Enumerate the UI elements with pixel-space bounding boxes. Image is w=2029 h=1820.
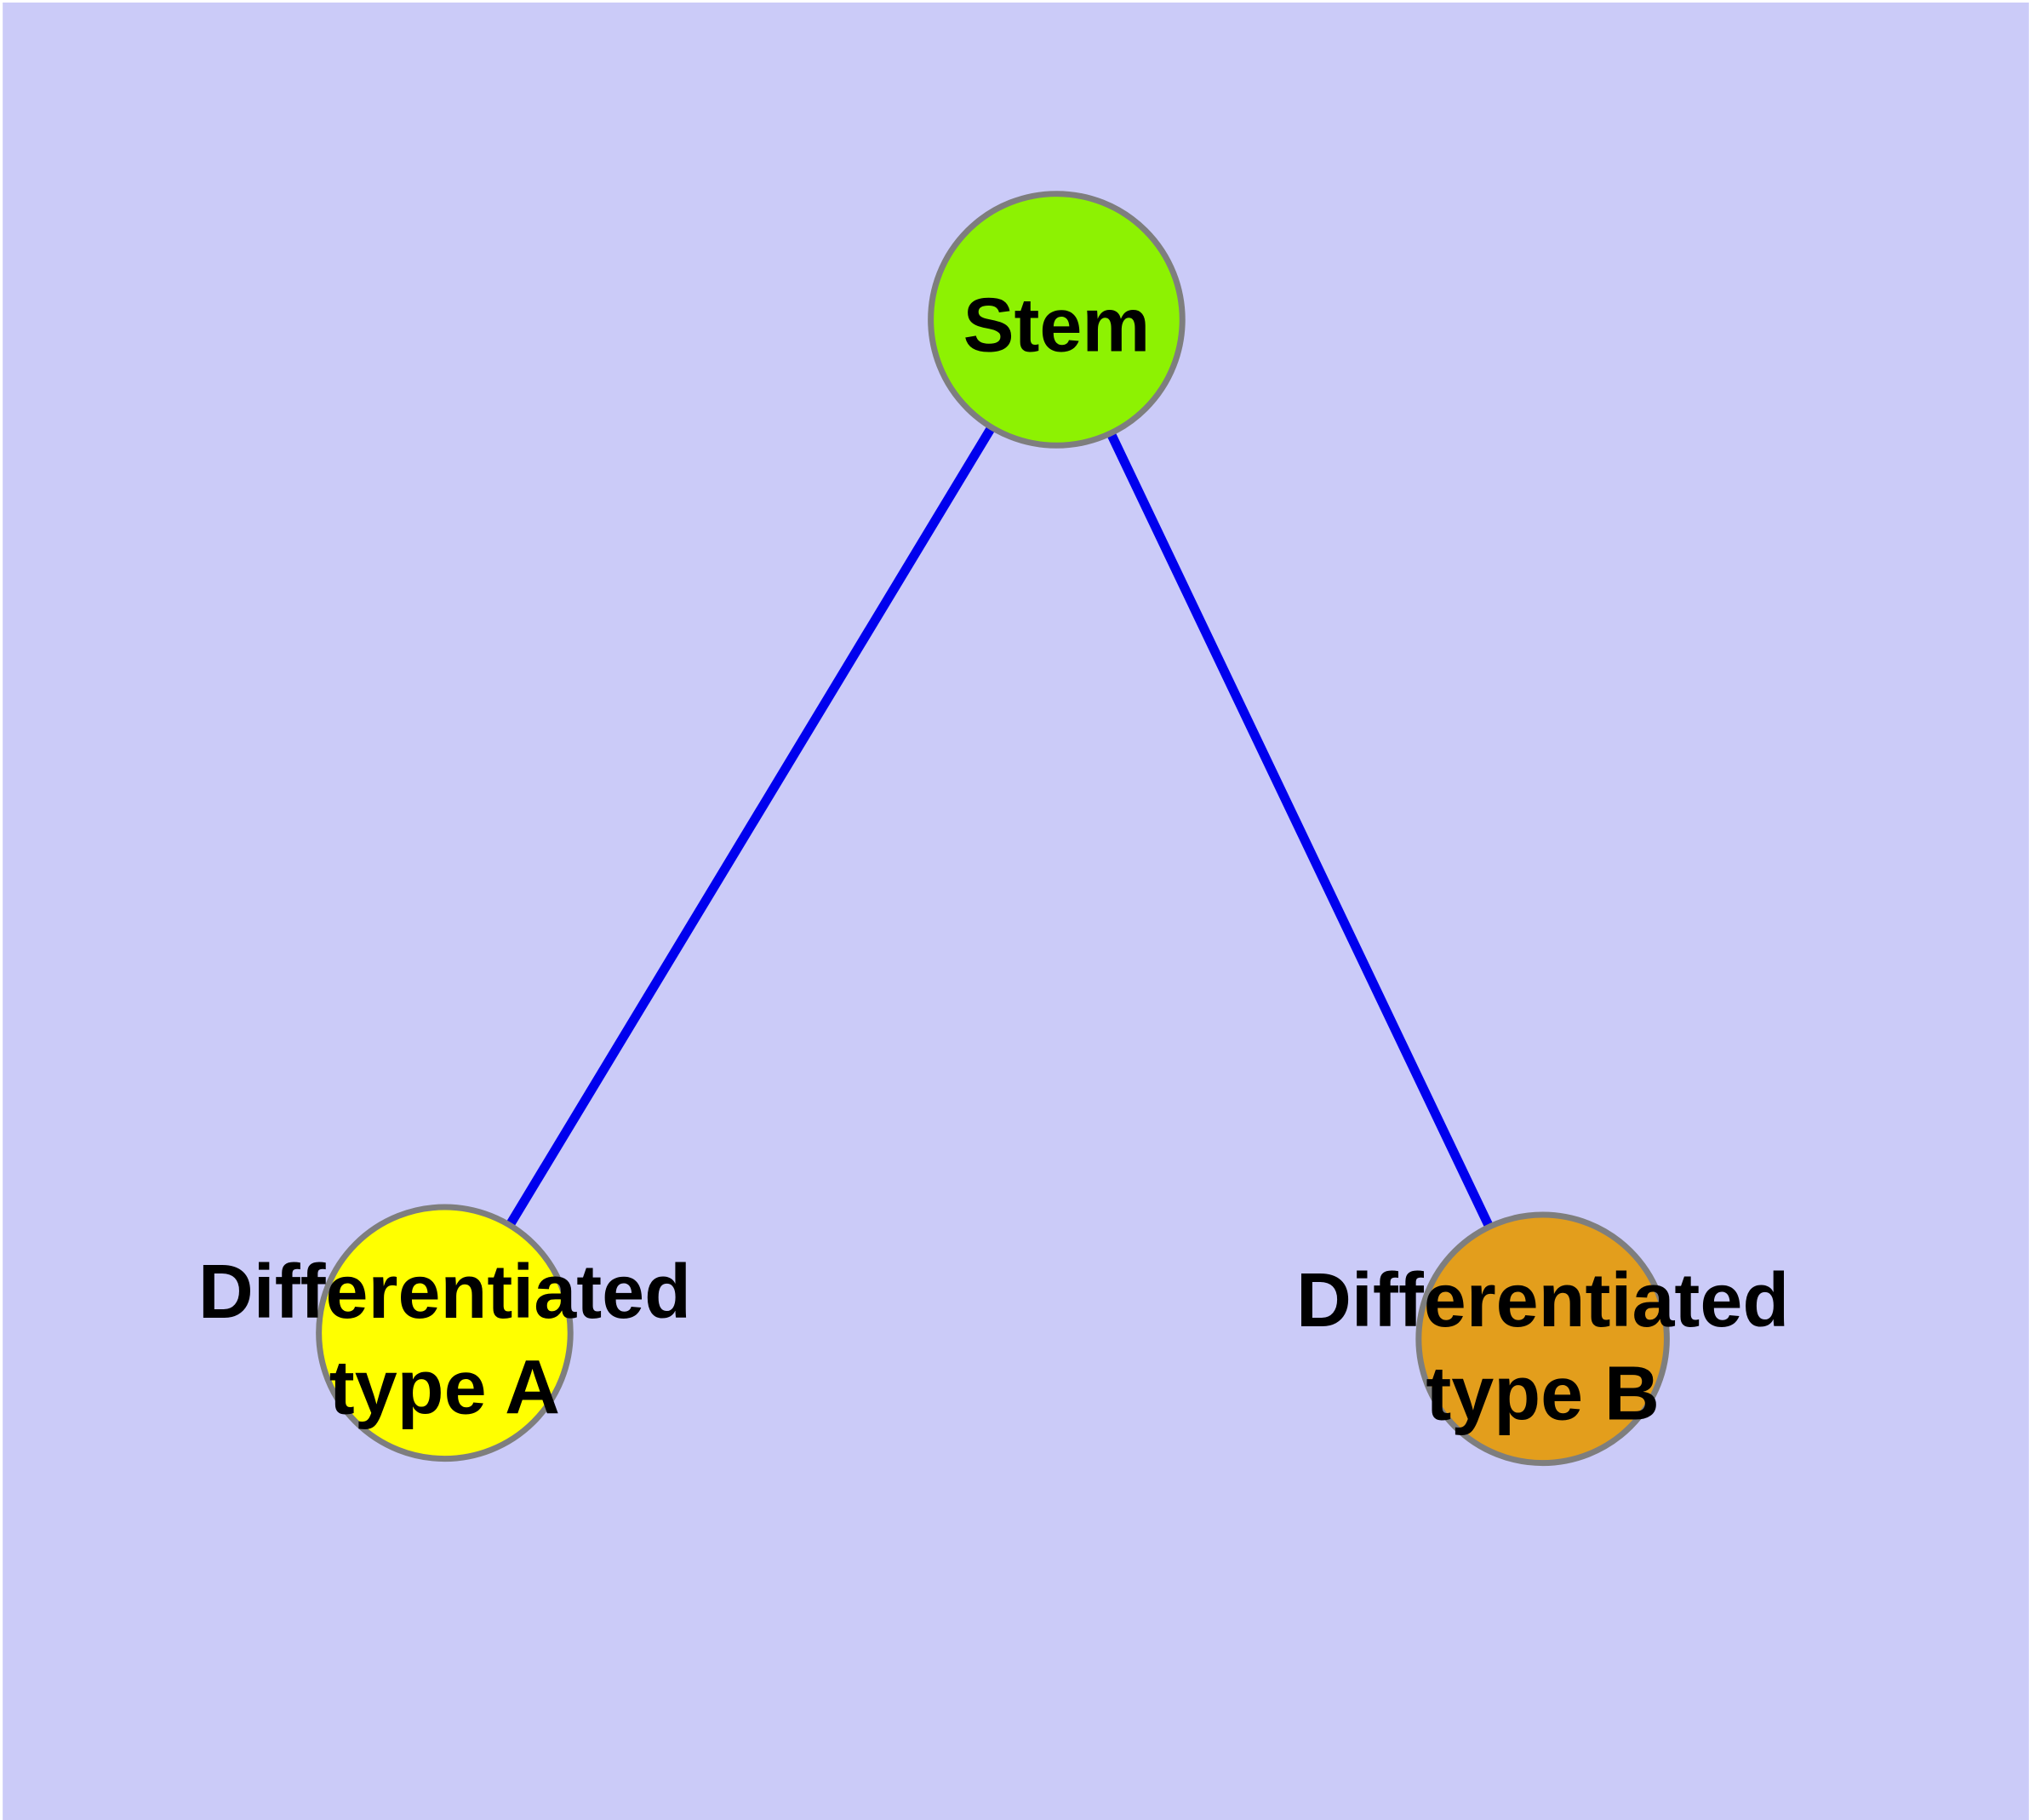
node-stem	[928, 191, 1186, 449]
node-type-b-label-line1: Differentiated	[1296, 1258, 1789, 1343]
edge-stem-to-type-b	[1052, 318, 1547, 1342]
edge-stem-to-type-a	[440, 317, 1061, 1336]
node-type-a-label-line2: type A	[329, 1346, 560, 1431]
node-stem-label: Stem	[963, 283, 1151, 368]
node-type-b-label-line2: type B	[1426, 1352, 1660, 1437]
diagram-canvas: Stem Differentiated type A Differentiate…	[3, 3, 2029, 1820]
node-type-a-label-line1: Differentiated	[198, 1250, 691, 1335]
node-type-a	[316, 1204, 574, 1462]
node-type-b	[1415, 1211, 1670, 1467]
